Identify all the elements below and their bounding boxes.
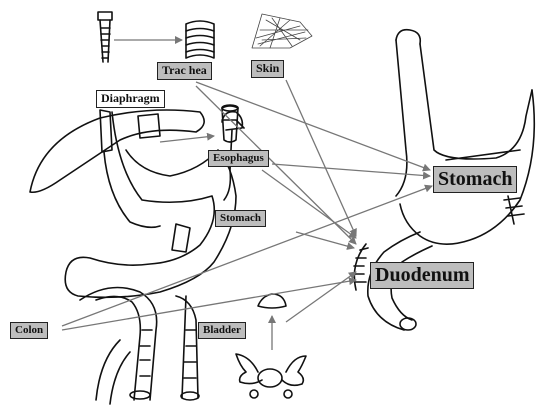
skin-sketch bbox=[252, 14, 312, 48]
esophagus-sketch bbox=[222, 105, 238, 142]
label-stomach-small: Stomach bbox=[215, 210, 266, 227]
arrow-bladder-to-duodenum bbox=[286, 272, 356, 322]
label-stomach-large: Stomach bbox=[433, 166, 517, 193]
label-duodenum: Duodenum bbox=[370, 262, 474, 289]
arrow-stomach-to-esophagus bbox=[160, 136, 214, 142]
trachea-sketch-small bbox=[98, 12, 112, 62]
label-bladder: Bladder bbox=[198, 322, 246, 339]
arrows bbox=[62, 40, 432, 350]
colon-sketch bbox=[80, 288, 199, 405]
label-skin: Skin bbox=[251, 60, 284, 78]
bird-sketch bbox=[236, 354, 306, 398]
trachea-sketch-large bbox=[186, 21, 214, 58]
arrow-colon-to-stomach bbox=[62, 186, 432, 326]
arrow-stomach-to-duodenum bbox=[296, 232, 354, 248]
label-trachea: Trac hea bbox=[157, 62, 212, 80]
label-colon: Colon bbox=[10, 322, 48, 339]
stomach-sketch-right bbox=[396, 30, 534, 244]
label-esophagus: Esophagus bbox=[208, 150, 269, 167]
label-diaphragm: Diaphragm bbox=[96, 90, 165, 108]
